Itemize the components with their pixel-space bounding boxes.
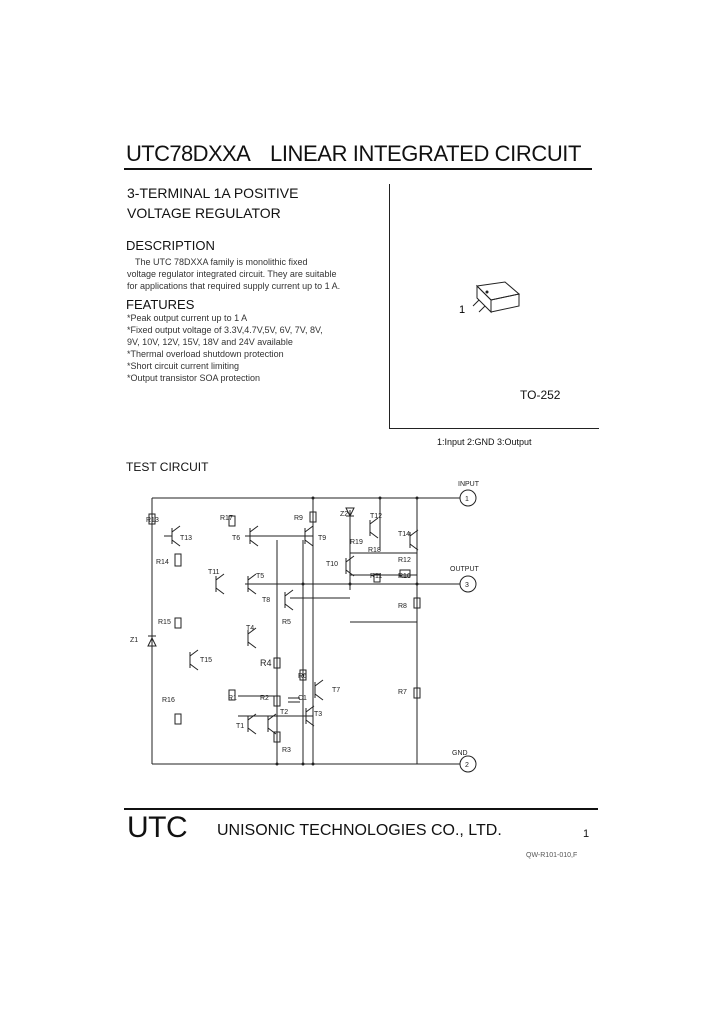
label-t1: T1: [236, 723, 244, 730]
terminal-gnd-label: GND: [452, 750, 468, 757]
label-r17: R17: [220, 515, 233, 522]
to252-package-drawing: 1: [459, 281, 521, 316]
pin-caption: 1:Input 2:GND 3:Output: [437, 437, 532, 447]
label-r19: R19: [350, 539, 363, 546]
test-circuit-heading: TEST CIRCUIT: [126, 460, 209, 474]
label-t5: T5: [256, 573, 264, 580]
label-r3: R3: [282, 747, 291, 754]
pin-input-number: 1: [465, 496, 469, 503]
label-t11: T11: [208, 569, 220, 576]
label-r18: R18: [368, 547, 381, 554]
label-z2: Z2: [340, 511, 348, 518]
label-t7: T7: [332, 687, 340, 694]
document-title: LINEAR INTEGRATED CIRCUIT: [270, 141, 582, 166]
feature-item: *Thermal overload shutdown protection: [127, 349, 284, 359]
page-number: 1: [583, 828, 590, 840]
header-rule: [124, 168, 592, 170]
label-c1: C1: [298, 695, 307, 702]
label-r9: R9: [294, 515, 303, 522]
label-t15: T15: [200, 657, 212, 664]
package-frame: [389, 184, 599, 429]
document-code: QW-R101-010,F: [526, 852, 578, 859]
company-name: UNISONIC TECHNOLOGIES CO., LTD.: [217, 822, 502, 839]
pin-gnd-number: 2: [465, 762, 469, 769]
label-t12: T12: [370, 513, 382, 520]
description-line: voltage regulator integrated circuit. Th…: [127, 269, 337, 279]
label-r13: R13: [146, 517, 159, 524]
pin1-label: 1: [459, 304, 465, 316]
test-circuit-schematic: INPUT OUTPUT GND 1 3 2 R13 T13 R17 T6 R9…: [130, 481, 480, 773]
label-t4: T4: [246, 625, 254, 632]
label-t9: T9: [318, 535, 326, 542]
footer-brand-logo: UTC: [127, 811, 188, 844]
label-r16: R16: [162, 697, 175, 704]
description-line: The UTC 78DXXA family is monolithic fixe…: [135, 257, 308, 267]
label-r8: R8: [398, 603, 407, 610]
subtitle-line-2: VOLTAGE REGULATOR: [127, 205, 281, 221]
label-t10: T10: [326, 561, 338, 568]
description-text: The UTC 78DXXA family is monolithic fixe…: [127, 256, 343, 292]
feature-item: *Peak output current up to 1 A: [127, 313, 248, 323]
package-name: TO-252: [520, 388, 561, 402]
label-z1: Z1: [130, 637, 138, 644]
label-t6: T6: [232, 535, 240, 542]
label-t3: T3: [314, 711, 322, 718]
label-t13: T13: [180, 535, 192, 542]
label-r11: R11: [370, 573, 382, 580]
label-r14: R14: [156, 559, 169, 566]
label-r5: R5: [282, 619, 291, 626]
feature-item: *Short circuit current limiting: [127, 361, 240, 371]
label-r1: R1: [228, 695, 237, 702]
label-r4: R4: [260, 658, 272, 668]
label-t14: T14: [398, 531, 410, 538]
description-line: for applications that required supply cu…: [127, 281, 341, 291]
part-number: UTC78DXXA: [126, 141, 251, 166]
label-t8: T8: [262, 597, 270, 604]
terminal-output-label: OUTPUT: [450, 566, 480, 573]
feature-item: *Fixed output voltage of 3.3V,4.7V,5V, 6…: [127, 325, 323, 335]
terminal-input-label: INPUT: [458, 481, 480, 488]
label-r12: R12: [398, 557, 411, 564]
footer-rule: [124, 808, 598, 810]
label-r6: R6: [298, 673, 307, 680]
label-r2: R2: [260, 695, 269, 702]
label-r15: R15: [158, 619, 171, 626]
features-list: *Peak output current up to 1 A *Fixed ou…: [127, 312, 367, 384]
label-t2: T2: [280, 709, 288, 716]
pin-output-number: 3: [465, 582, 469, 589]
features-heading: FEATURES: [126, 297, 195, 312]
label-r10: R10: [398, 573, 411, 580]
feature-item: *Output transistor SOA protection: [127, 373, 261, 383]
label-r7: R7: [398, 689, 407, 696]
feature-item: 9V, 10V, 12V, 15V, 18V and 24V available: [127, 337, 293, 347]
description-heading: DESCRIPTION: [126, 238, 215, 253]
subtitle-line-1: 3-TERMINAL 1A POSITIVE: [127, 185, 299, 201]
